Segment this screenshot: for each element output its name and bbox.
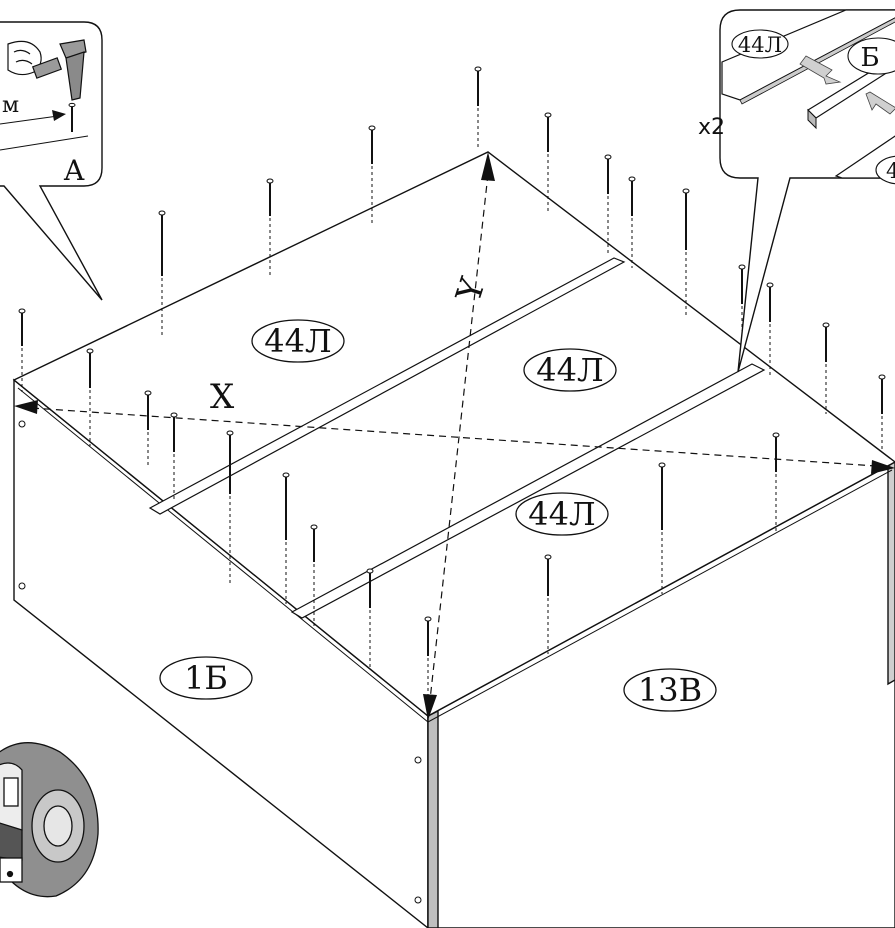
nail [310,524,318,626]
svg-text:4: 4 [886,159,895,183]
connector-strip-back [148,257,626,515]
callout-joint-bubble [719,9,895,373]
callout-nail-fragment: м [2,93,19,118]
nail [772,432,780,532]
nail [682,188,690,316]
nail [144,390,152,468]
nail [628,176,636,268]
panel-label-top-right: 44Л [523,348,617,392]
nail [658,462,666,594]
svg-text:44Л: 44Л [528,495,595,533]
arrow-head-y-bottom [423,694,437,720]
nail [544,554,552,654]
callout-joint-multiplier: x2 [698,115,725,140]
callout-nail-arrow [0,115,59,125]
nail [226,430,234,586]
panel-label-top-left: 44Л [251,319,345,363]
nail [266,178,274,278]
nail [170,412,178,500]
arrow-head-x-right [871,460,895,474]
nail [366,568,374,668]
nail [18,308,26,392]
screw-holes [18,420,422,904]
svg-text:44Л: 44Л [264,322,331,360]
panel-label-side-front: 13В [623,668,717,712]
nail [158,210,166,338]
panel-label-side-left: 1Б [159,656,253,700]
callout-nail: м A [0,21,103,301]
callout-joint-panel-bottom-label: 4 [875,155,895,185]
dimension-x-label: X [210,377,235,417]
nail [822,322,830,414]
svg-text:44Л: 44Л [536,351,603,389]
right-edge-strip [887,461,895,686]
nail [878,374,886,452]
callout-joint-connector-label: Б [847,37,895,75]
diagonal-y [423,152,495,720]
diagonal-x [14,400,895,474]
callout-nail-label-a: A [63,154,85,187]
callout-arrow-upper [799,55,842,85]
connector-strips [148,257,766,619]
top-panel [12,151,895,717]
nail [544,112,552,214]
svg-text:44Л: 44Л [738,33,782,57]
tape-measure-icon [0,742,99,898]
callout-nail-arrow-head [52,110,66,121]
panel-label-top-front: 44Л [515,492,609,536]
nail [282,472,290,604]
arrow-head-y-top [481,152,495,181]
svg-text:13В: 13В [638,671,702,709]
hammer-icon [31,39,87,101]
nail [368,125,376,226]
nail [766,282,774,378]
callout-joint: 44Л Б 4 x2 [698,9,895,373]
callout-arrow-lower [865,91,895,115]
svg-text:Б: Б [860,43,879,73]
svg-text:1Б: 1Б [184,659,228,697]
nails [18,66,886,712]
front-edge-strip [427,709,439,928]
arrow-head-x-left [14,400,38,414]
nail [86,348,94,446]
nail [474,66,482,150]
callout-joint-panel-top-label: 44Л [731,29,789,59]
nail [604,154,612,256]
